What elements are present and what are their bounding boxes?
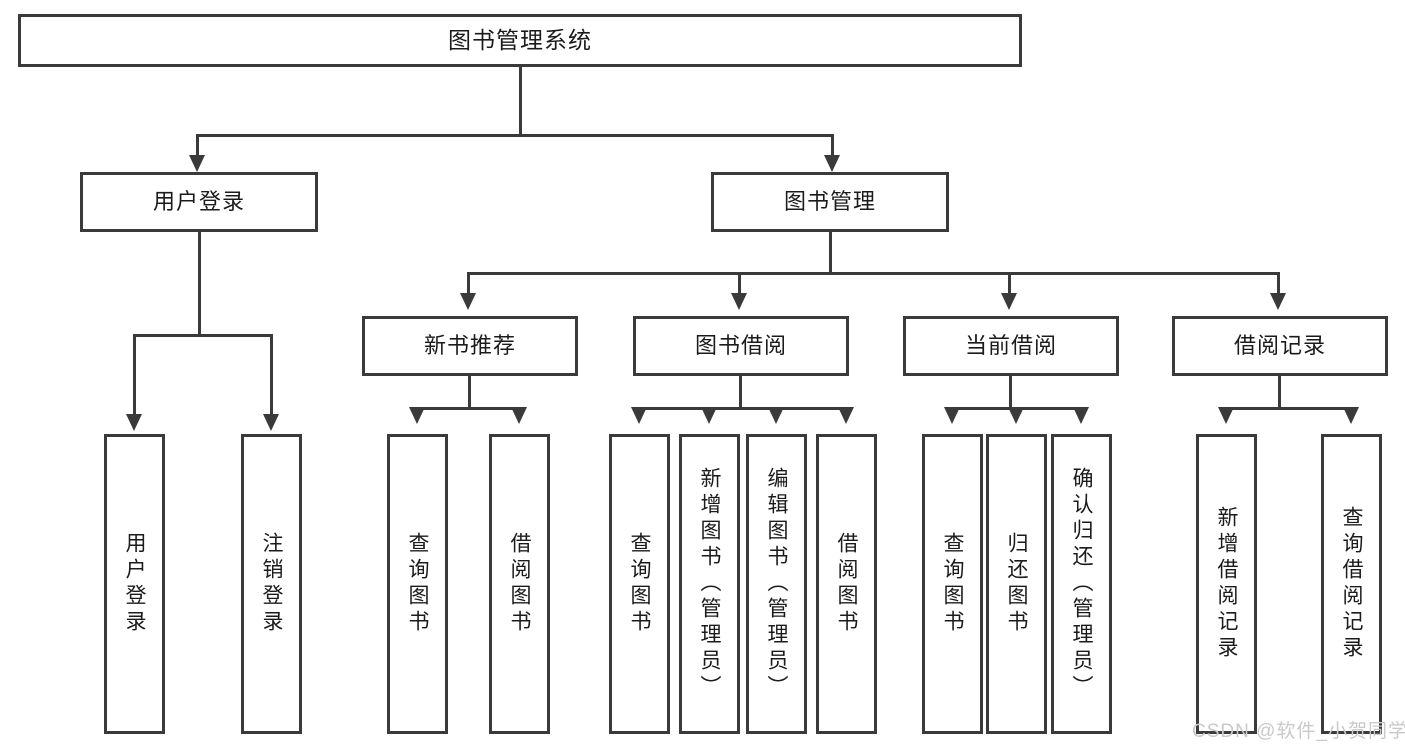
leaf-add-borrow-record[interactable]: 新增借阅记录	[1196, 434, 1257, 734]
node-label: 注销登录	[260, 532, 283, 636]
node-label: 新增图书（管理员）	[698, 467, 721, 701]
connector-borrow-record-stem	[1278, 376, 1281, 410]
node-book-manage[interactable]: 图书管理	[711, 172, 949, 232]
connector-root-bus	[196, 134, 834, 137]
arrowhead-current-borrow-leaf-1	[944, 407, 960, 424]
arrowhead-book-borrow-leaf-2	[701, 407, 717, 424]
node-label: 新增借阅记录	[1215, 506, 1238, 662]
arrowhead-to-book-manage	[824, 155, 840, 172]
leaf-query-book-current[interactable]: 查询图书	[922, 434, 983, 734]
node-label: 借阅图书	[835, 532, 858, 636]
connector-book-manage-drop-1	[467, 272, 470, 296]
arrowhead-book-borrow-leaf-1	[631, 407, 647, 424]
connector-book-borrow-stem	[739, 376, 742, 410]
node-new-book-recommend[interactable]: 新书推荐	[362, 316, 578, 376]
node-label: 新书推荐	[423, 333, 516, 359]
leaf-add-book-admin[interactable]: 新增图书（管理员）	[679, 434, 740, 734]
leaf-logout[interactable]: 注销登录	[241, 434, 302, 734]
arrowhead-current-borrow-leaf-3	[1073, 407, 1089, 424]
node-label: 用户登录	[152, 189, 245, 215]
node-user-login[interactable]: 用户登录	[80, 172, 318, 232]
leaf-query-book-recommend[interactable]: 查询图书	[387, 434, 448, 734]
node-label: 借阅图书	[508, 532, 531, 636]
node-root-system[interactable]: 图书管理系统	[18, 14, 1022, 67]
arrowhead-current-borrow-leaf-2	[1008, 407, 1024, 424]
arrowhead-borrow-record-leaf-2	[1343, 407, 1359, 424]
leaf-user-login[interactable]: 用户登录	[104, 434, 165, 734]
leaf-query-borrow-record[interactable]: 查询借阅记录	[1321, 434, 1382, 734]
leaf-borrow-book-recommend[interactable]: 借阅图书	[489, 434, 550, 734]
leaf-borrow-book[interactable]: 借阅图书	[816, 434, 877, 734]
connector-book-manage-bus	[467, 272, 1280, 275]
csdn-watermark: CSDN @软件_小贺同学	[1192, 721, 1405, 742]
connector-user-login-drop-1	[133, 334, 136, 418]
node-label: 用户登录	[123, 532, 146, 636]
arrowhead-to-borrow-record	[1270, 293, 1286, 310]
leaf-query-book-borrow[interactable]: 查询图书	[609, 434, 670, 734]
node-label: 图书借阅	[694, 333, 787, 359]
connector-book-manage-drop-3	[1008, 272, 1011, 296]
connector-book-manage-drop-4	[1277, 272, 1280, 296]
connector-user-login-stem	[198, 232, 201, 336]
node-label: 查询图书	[628, 532, 651, 636]
node-label: 当前借阅	[964, 333, 1057, 359]
node-label: 查询借阅记录	[1340, 506, 1363, 662]
connector-borrow-record-bus	[1224, 407, 1352, 410]
connector-current-borrow-stem	[1009, 376, 1012, 410]
connector-root-drop-right	[831, 134, 834, 158]
arrowhead-borrow-record-leaf-1	[1218, 407, 1234, 424]
node-label: 图书管理	[783, 189, 876, 215]
leaf-confirm-return-admin[interactable]: 确认归还（管理员）	[1051, 434, 1112, 734]
arrowhead-to-book-borrow	[731, 293, 747, 310]
arrowhead-user-login-leaf-1	[126, 414, 142, 431]
connector-book-manage-drop-2	[738, 272, 741, 296]
connector-root-drop-left	[196, 134, 199, 158]
node-borrow-record[interactable]: 借阅记录	[1172, 316, 1388, 376]
connector-book-borrow-bus	[637, 407, 845, 410]
node-label: 查询图书	[941, 532, 964, 636]
arrowhead-to-user-login	[189, 155, 205, 172]
arrowhead-new-book-leaf-1	[409, 407, 425, 424]
leaf-edit-book-admin[interactable]: 编辑图书（管理员）	[746, 434, 807, 734]
connector-book-manage-stem	[829, 232, 832, 274]
node-label: 图书管理系统	[448, 27, 592, 54]
node-label: 查询图书	[406, 532, 429, 636]
connector-new-book-stem	[468, 376, 471, 410]
node-book-borrow[interactable]: 图书借阅	[633, 316, 849, 376]
arrowhead-new-book-leaf-2	[511, 407, 527, 424]
arrowhead-to-new-book	[460, 293, 476, 310]
arrowhead-book-borrow-leaf-3	[768, 407, 784, 424]
node-label: 借阅记录	[1233, 333, 1326, 359]
arrowhead-user-login-leaf-2	[263, 414, 279, 431]
node-label: 归还图书	[1005, 532, 1028, 636]
connector-root-stem	[519, 67, 522, 136]
connector-user-login-bus	[133, 334, 272, 337]
connector-new-book-bus	[415, 407, 521, 410]
leaf-return-book[interactable]: 归还图书	[986, 434, 1047, 734]
arrowhead-book-borrow-leaf-4	[838, 407, 854, 424]
arrowhead-to-current-borrow	[1001, 293, 1017, 310]
connector-user-login-drop-2	[270, 334, 273, 418]
node-label: 确认归还（管理员）	[1070, 467, 1093, 701]
node-label: 编辑图书（管理员）	[765, 467, 788, 701]
node-current-borrow[interactable]: 当前借阅	[903, 316, 1119, 376]
